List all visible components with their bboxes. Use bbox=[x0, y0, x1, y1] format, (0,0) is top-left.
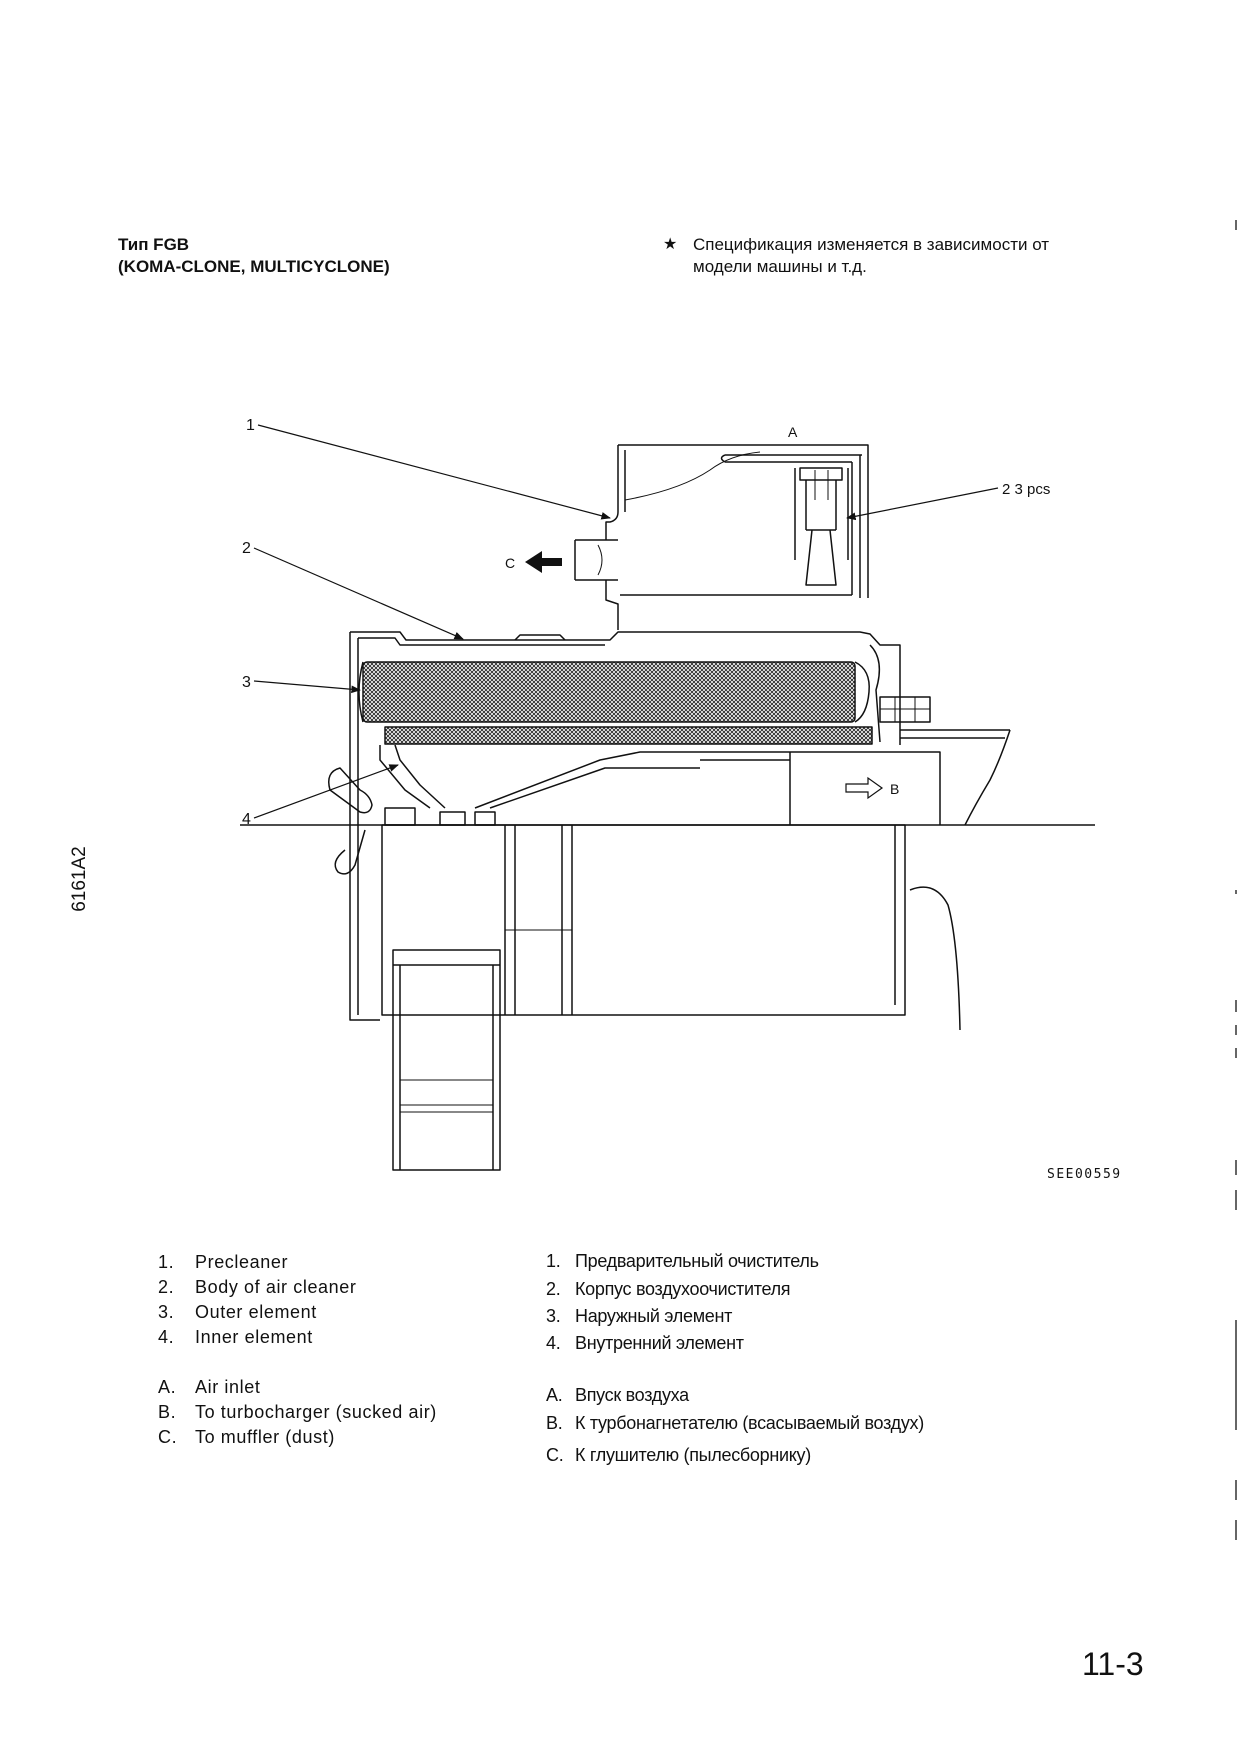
lower-cylinder bbox=[349, 824, 961, 1031]
item-number: 2. bbox=[158, 1277, 175, 1297]
item-number: C. bbox=[546, 1445, 564, 1465]
item-number: 2. bbox=[546, 1279, 561, 1299]
leader-line-2 bbox=[253, 547, 464, 640]
cyclone-tube bbox=[794, 467, 849, 586]
item-label: Корпус воздухоочистителя bbox=[575, 1279, 791, 1299]
section-title: Тип FGB (KOMA-CLONE, MULTICYCLONE) bbox=[118, 234, 390, 278]
callout-quantity: 2 3 pcs bbox=[1002, 481, 1050, 498]
item-label: К турбонагнетателю (всасываемый воздух) bbox=[575, 1413, 924, 1433]
item-label: Впуск воздуха bbox=[575, 1385, 689, 1405]
base-hardware bbox=[384, 807, 496, 826]
item-label: Body of air cleaner bbox=[195, 1277, 357, 1297]
callout-4: 4 bbox=[242, 811, 251, 828]
item-label: Precleaner bbox=[195, 1252, 289, 1272]
section-title-line1: Тип FGB bbox=[118, 235, 190, 254]
callout-c: C bbox=[505, 555, 515, 571]
item-number: 1. bbox=[546, 1251, 561, 1271]
star-bullet-icon: ★ bbox=[663, 236, 678, 253]
item-number: 4. bbox=[546, 1333, 561, 1353]
drawing-id: SEE00559 bbox=[1047, 1167, 1122, 1182]
item-label: Предварительный очиститель bbox=[575, 1251, 819, 1271]
callout-b: B bbox=[890, 781, 899, 797]
item-number: B. bbox=[158, 1402, 177, 1422]
outer-element bbox=[358, 661, 870, 723]
item-label: Внутренний элемент bbox=[575, 1333, 744, 1353]
item-label: To turbocharger (sucked air) bbox=[195, 1402, 437, 1422]
note-line1: Спецификация изменяется в зависимости от bbox=[693, 235, 1050, 254]
air-cleaner-diagram: 1 2 3 4 A C B 2 3 pcs SEE00559 bbox=[240, 417, 1122, 1182]
note-line2: модели машины и т.д. bbox=[693, 257, 867, 276]
callout-a: A bbox=[788, 424, 798, 440]
precleaner-housing bbox=[574, 444, 869, 633]
side-document-code: 6161A2 bbox=[69, 846, 90, 912]
leader-line-1 bbox=[257, 424, 611, 520]
retaining-clip bbox=[328, 767, 373, 875]
item-number: A. bbox=[546, 1385, 563, 1405]
leader-line-qty bbox=[846, 487, 999, 521]
callout-3: 3 bbox=[242, 674, 251, 691]
leader-line-3 bbox=[253, 680, 361, 694]
item-label: Inner element bbox=[195, 1327, 313, 1347]
callout-2: 2 bbox=[242, 540, 251, 557]
item-number: 3. bbox=[158, 1302, 175, 1322]
leader-lines bbox=[253, 424, 999, 819]
item-number: 1. bbox=[158, 1252, 175, 1272]
item-number: B. bbox=[546, 1413, 563, 1433]
item-label: Наружный элемент bbox=[575, 1306, 733, 1326]
item-label: To muffler (dust) bbox=[195, 1427, 335, 1447]
leader-line-4 bbox=[253, 764, 399, 819]
lower-housing bbox=[379, 744, 790, 809]
inner-element bbox=[384, 726, 873, 745]
item-number: 3. bbox=[546, 1306, 561, 1326]
item-number: C. bbox=[158, 1427, 178, 1447]
bottom-bracket bbox=[392, 949, 501, 1171]
item-label: Outer element bbox=[195, 1302, 317, 1322]
legend-english: 1. Precleaner 2. Body of air cleaner 3. … bbox=[158, 1250, 518, 1450]
dust-outlet-arrow-icon bbox=[525, 551, 562, 573]
item-label: К глушителю (пылесборнику) bbox=[575, 1445, 811, 1465]
turbocharger-outlet bbox=[789, 729, 1011, 826]
specification-note: Спецификация изменяется в зависимости от… bbox=[693, 234, 1049, 278]
scan-edge-marks bbox=[1235, 220, 1237, 1540]
air-cleaner-body bbox=[349, 631, 901, 825]
callout-1: 1 bbox=[246, 417, 255, 434]
item-number: 4. bbox=[158, 1327, 175, 1347]
page-number: 11-3 bbox=[1082, 1646, 1144, 1682]
item-number: A. bbox=[158, 1377, 177, 1397]
section-title-line2: (KOMA-CLONE, MULTICYCLONE) bbox=[118, 257, 390, 276]
legend-russian: 1. Предварительный очиститель 2. Корпус … bbox=[546, 1248, 1026, 1468]
mounting-bolt bbox=[879, 696, 931, 723]
item-label: Air inlet bbox=[195, 1377, 261, 1397]
sucked-air-arrow-icon bbox=[845, 776, 884, 800]
